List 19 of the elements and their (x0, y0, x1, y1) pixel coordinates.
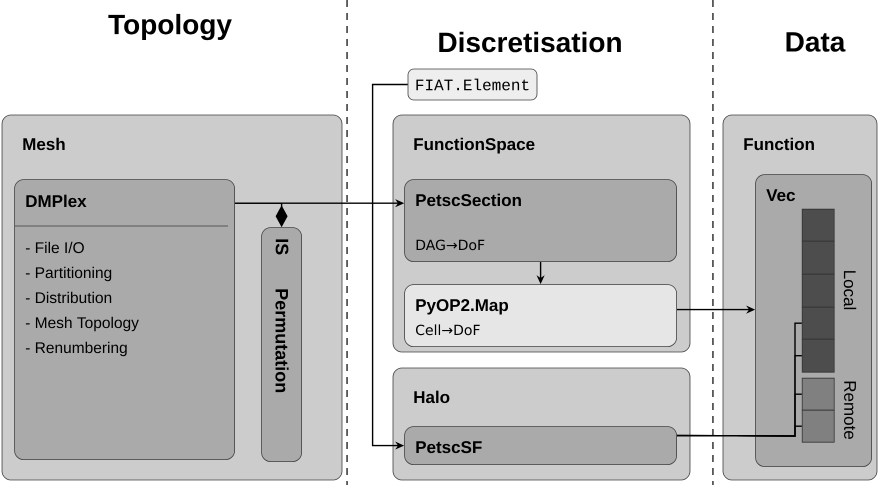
class-box: PyOP2.Map Cell→DoF (404, 284, 677, 347)
class-box: PetscSection DAG→DoF (404, 179, 677, 262)
vector-cell (802, 208, 835, 242)
vector-cell (802, 306, 835, 340)
column-heading: Topology (108, 14, 232, 40)
vector-cell (802, 410, 835, 443)
class-box: IS Permutation (261, 227, 302, 462)
section-label: Remote (844, 382, 856, 439)
column-heading: Discretisation (439, 32, 621, 52)
vector-cell (802, 378, 835, 411)
column-heading: Data (786, 32, 846, 52)
class-box: FIAT.Element (408, 68, 538, 100)
vector-cell (802, 240, 835, 275)
class-box: DMPlex - File I/O - Partitioning - Distribution - Mesh Topology - Renumbering (14, 179, 236, 460)
vector-cell (802, 338, 835, 373)
class-box: PetscSF (404, 426, 677, 465)
connector-line (677, 426, 802, 437)
section-label: Local (844, 271, 856, 310)
vector-cell (802, 274, 835, 308)
